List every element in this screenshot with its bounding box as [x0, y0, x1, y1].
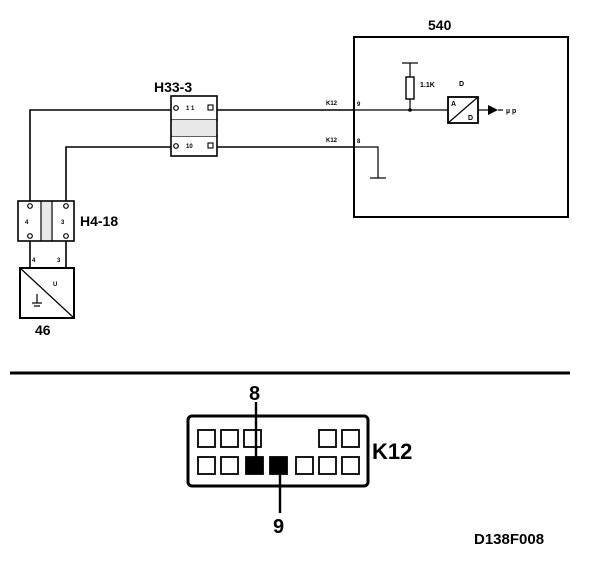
output-arrow-icon — [488, 105, 498, 115]
h33-middle-band — [172, 120, 216, 136]
k12-pin-bottom-2 — [220, 456, 239, 475]
wire-top-tag: K12 — [326, 101, 338, 107]
callout-pin-8-label: 8 — [249, 383, 260, 405]
k12-pin-8-highlighted — [245, 456, 264, 475]
h33-pin-top-label: 1 1 — [186, 106, 195, 112]
ad-output-label: D — [468, 115, 473, 122]
h4-id-label: H4-18 — [80, 213, 118, 229]
pullup-resistor-icon — [405, 76, 415, 100]
h4-pin-top-left — [27, 203, 33, 209]
h4-pin-bottom-right — [63, 233, 69, 239]
ad-input-label: A — [451, 101, 456, 108]
h33-id-label: H33-3 — [154, 79, 192, 95]
k12-pin-bottom-1 — [197, 456, 216, 475]
k12-pin-top-1 — [197, 429, 216, 448]
sensor-id-label: 46 — [35, 322, 51, 338]
k12-pin-9-highlighted — [269, 456, 288, 475]
output-label: µ p — [506, 108, 516, 115]
k12-connector-view: 8 9 K12 — [186, 383, 412, 538]
h4-pin-bottom-left — [27, 233, 33, 239]
control-module-540: 540 1.1K A D D µ p 9 8 — [353, 17, 569, 218]
sensor-pin-left-label: 4 — [32, 258, 36, 264]
k12-pin-top-7 — [341, 429, 360, 448]
module-pin-top: 9 — [357, 102, 361, 108]
wire-bottom-tag: K12 — [326, 138, 338, 144]
h33-pin-bottom-label: 10 — [186, 144, 193, 150]
ad-converter-diagonal — [447, 96, 479, 124]
sensor-symbol-label: U — [53, 282, 57, 288]
h4-pin-top-right — [63, 203, 69, 209]
ad-top-label: D — [459, 81, 464, 88]
callout-pin-9-label: 9 — [273, 516, 284, 538]
k12-pin-bottom-5 — [295, 456, 314, 475]
connector-h33-3: H33-3 1 1 10 — [154, 79, 218, 157]
resistor-value-label: 1.1K — [420, 82, 435, 89]
h33-pin-top-right — [207, 104, 214, 111]
h33-pin-top-left — [173, 105, 179, 111]
module-id-label: 540 — [428, 17, 452, 33]
module-pin-bottom: 8 — [357, 139, 361, 145]
h33-pin-bottom-right — [207, 142, 214, 149]
ground-wire — [354, 146, 379, 178]
sensor-diagonal — [19, 267, 75, 319]
wire-h33-to-h4-pin3 — [65, 146, 171, 201]
connector-h4-18: 4 3 H4-18 — [17, 200, 118, 242]
wire-h33-to-h4-pin4 — [29, 109, 171, 201]
k12-body — [186, 414, 370, 488]
h4-pin-left-label: 4 — [25, 220, 29, 226]
h4-pin-right-label: 3 — [61, 220, 65, 226]
k12-pin-top-6 — [318, 429, 337, 448]
h4-middle-band — [42, 202, 51, 240]
h33-pin-bottom-left — [173, 143, 179, 149]
module-outline — [353, 36, 569, 218]
k12-pin-top-2 — [220, 429, 239, 448]
sensor-pin-right-label: 3 — [57, 258, 61, 264]
sensor-46: U 46 — [19, 267, 75, 338]
k12-pin-bottom-6 — [318, 456, 337, 475]
sensor-ground-icon — [32, 294, 42, 307]
k12-pin-bottom-7 — [341, 456, 360, 475]
k12-pin-top-3 — [243, 429, 262, 448]
figure-code: D138F008 — [474, 531, 544, 548]
k12-id-label: K12 — [372, 439, 412, 464]
